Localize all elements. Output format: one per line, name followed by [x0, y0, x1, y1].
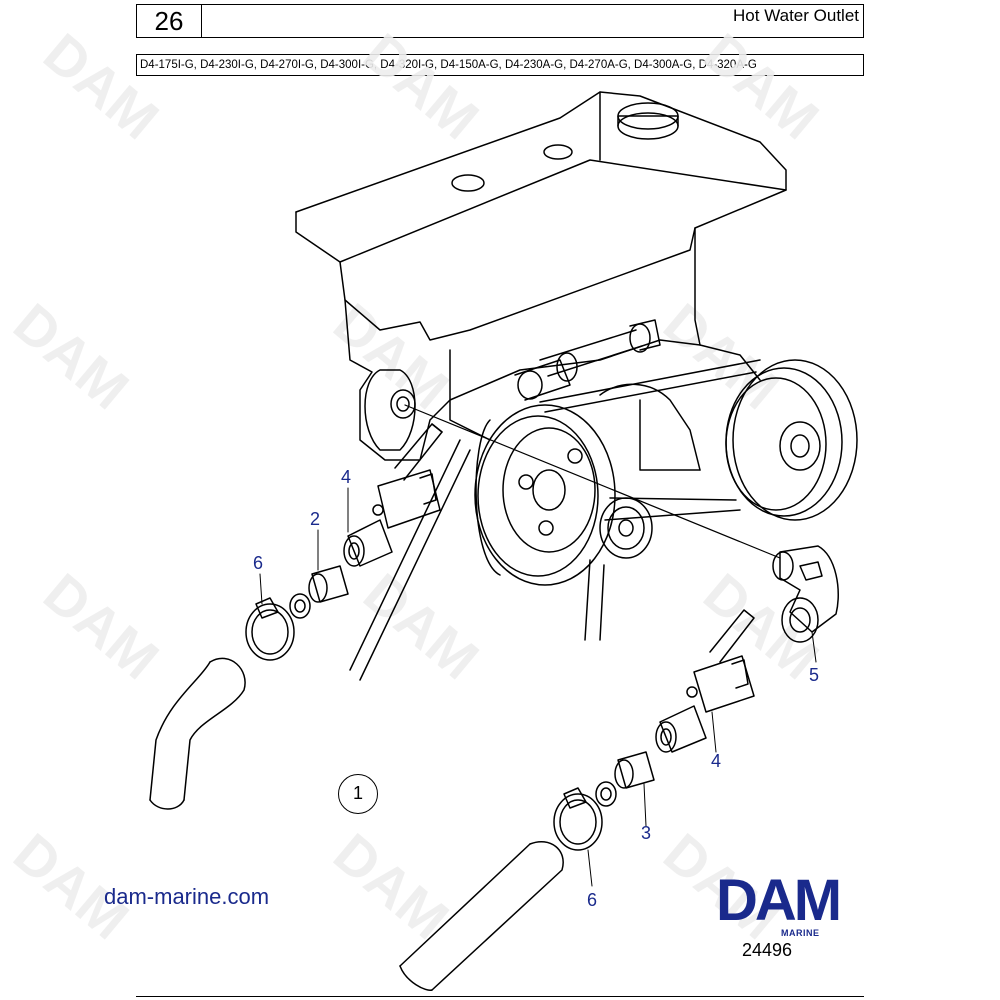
crankshaft-pulley [474, 404, 616, 586]
engine-mount-bracket [349, 319, 661, 681]
svg-text:DAM: DAM [322, 821, 460, 951]
elbow-fitting [772, 545, 839, 643]
model-list: D4-175I-G, D4-230I-G, D4-270I-G, D4-300I… [136, 54, 864, 76]
logo-subtitle: MARINE [781, 928, 820, 938]
callout-6-lower: 6 [587, 890, 598, 910]
website-link[interactable]: dam-marine.com [104, 884, 270, 909]
callout-4-lower: 4 [711, 751, 722, 771]
figure-number: 24496 [742, 940, 793, 960]
ball-valve-upper [343, 423, 443, 567]
engine-block [295, 91, 787, 471]
callout-4-upper: 4 [341, 467, 352, 487]
svg-text:DAM: DAM [692, 21, 830, 151]
drive-belt [539, 359, 761, 641]
hose-clamp-lower [553, 787, 603, 851]
hose-clamp-upper [245, 597, 295, 661]
svg-text:DAM: DAM [2, 291, 140, 421]
svg-text:DAM: DAM [352, 561, 490, 691]
assembly-leader-line [404, 404, 781, 559]
watermark-logo: DAM DAM DAM DAM DAM DAM DAM DAM DAM DAM … [2, 21, 830, 951]
hose-nipple-lower [595, 751, 655, 807]
callout-5: 5 [809, 665, 820, 685]
page-title: Hot Water Outlet [733, 6, 859, 25]
hose-upper [149, 657, 246, 810]
logo-text: DAM [716, 870, 839, 930]
svg-text:DAM: DAM [32, 561, 170, 691]
page-number: 26 [137, 5, 202, 37]
dam-marine-logo: DAM [716, 870, 842, 930]
group-number-badge: 1 [338, 774, 378, 814]
svg-text:DAM: DAM [32, 21, 170, 151]
bottom-rule [136, 996, 864, 997]
water-pump-pulley [725, 359, 858, 521]
tensioner-pulley [599, 497, 653, 559]
callout-2: 2 [310, 509, 321, 529]
ball-valve-lower [655, 609, 755, 753]
callout-leaders [259, 487, 817, 887]
svg-text:DAM: DAM [652, 291, 790, 421]
hose-lower [399, 841, 564, 991]
hose-nipple-upper [289, 565, 349, 619]
header-box: 26 Hot Water Outlet [136, 4, 864, 38]
svg-text:DAM: DAM [352, 21, 490, 151]
callout-6-upper: 6 [253, 553, 264, 573]
callout-3: 3 [641, 823, 652, 843]
